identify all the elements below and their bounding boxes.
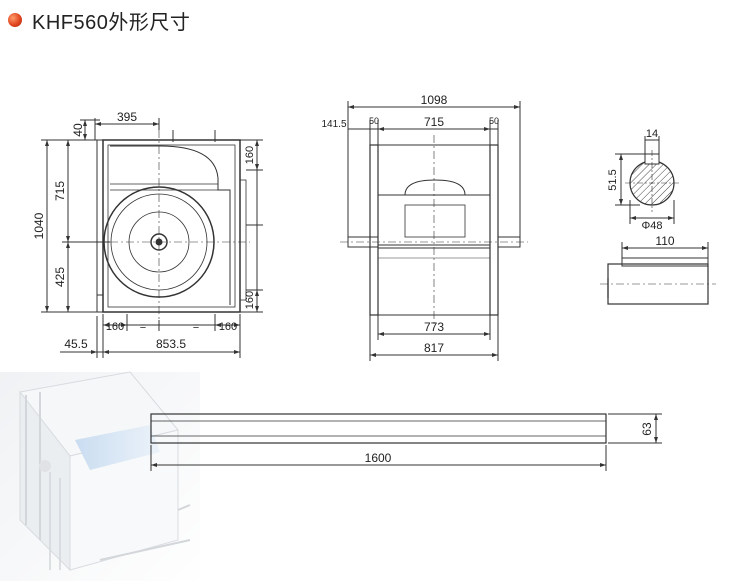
dim-front-lower: 425	[53, 267, 67, 287]
base-rail	[150, 413, 662, 471]
front-housing	[102, 139, 241, 313]
front-view	[41, 118, 263, 358]
dim-front-eq-b: =	[193, 321, 199, 333]
front-arrows	[45, 120, 259, 354]
dim-side-flange-right: 50	[489, 116, 499, 126]
dim-front-base-width: 853.5	[156, 337, 186, 351]
dim-side-lower-inner: 773	[424, 320, 444, 334]
dim-front-bottom-right: 160	[219, 321, 237, 333]
dim-front-height-total: 1040	[32, 212, 46, 239]
side-arrows	[348, 105, 520, 357]
dim-front-eq-a: =	[140, 321, 146, 333]
dim-front-top-offset: 40	[71, 123, 85, 137]
dim-front-bottom-left: 160	[106, 321, 124, 333]
page-title: KHF560外形尺寸	[32, 11, 191, 34]
dim-front-top-width: 395	[117, 110, 137, 124]
dim-front-right-top: 160	[244, 146, 256, 164]
dim-side-lower-outer: 817	[424, 341, 444, 355]
dim-front-right-bottom: 160	[244, 291, 256, 309]
dim-shaft-key-width: 14	[646, 128, 658, 140]
dim-rail-length: 1600	[365, 451, 392, 465]
dim-side-flange-left: 50	[369, 116, 379, 126]
base-rail-arrows	[151, 414, 658, 467]
shaft-arrows	[619, 154, 674, 220]
dim-shaft-key-height: 51.5	[607, 169, 619, 190]
fan-photo	[0, 371, 200, 581]
bullet-icon	[8, 13, 22, 27]
side-view	[340, 101, 528, 361]
dim-side-inner: 715	[424, 115, 444, 129]
dim-side-overall: 1098	[421, 93, 448, 107]
dim-shaft-length: 110	[655, 234, 674, 248]
shaft-end	[600, 242, 716, 305]
dim-side-shaft-ext: 141.5	[321, 119, 346, 130]
shaft-section	[615, 136, 680, 224]
dim-rail-height: 63	[640, 422, 654, 436]
title-block: KHF560外形尺寸	[8, 6, 190, 34]
dim-front-upper: 715	[53, 181, 67, 201]
dim-shaft-diameter: Φ48	[641, 220, 662, 232]
shaft-end-arrows	[622, 246, 708, 250]
dim-front-side-offset: 45.5	[64, 337, 88, 351]
